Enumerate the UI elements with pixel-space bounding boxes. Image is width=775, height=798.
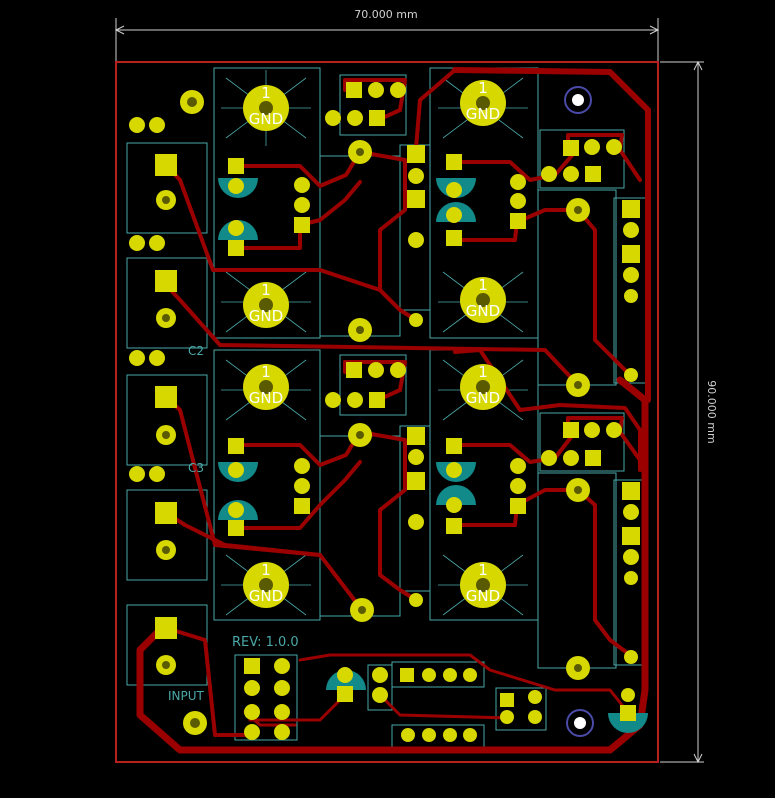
pad-net: GND xyxy=(466,302,500,320)
dimension-height-label: 90.000 mm xyxy=(705,380,718,443)
dimension-width xyxy=(114,18,660,62)
gnd-pad: 1 GND xyxy=(460,276,506,323)
pad-net: GND xyxy=(466,587,500,605)
gnd-pad: 1 GND xyxy=(460,363,506,410)
pad-number: 1 xyxy=(478,79,488,97)
gnd-pad: 1 GND xyxy=(243,561,289,608)
gnd-pad: 1 GND xyxy=(460,79,506,126)
pad-net: GND xyxy=(249,110,283,128)
pad-number: 1 xyxy=(478,561,488,579)
square-pads xyxy=(155,82,640,721)
label-c2: C2 xyxy=(188,344,204,358)
dimension-width-label: 70.000 mm xyxy=(354,8,417,21)
dimension-height xyxy=(660,60,704,764)
pad-net: GND xyxy=(466,105,500,123)
pad-number: 1 xyxy=(478,363,488,381)
gnd-pad: 1 GND xyxy=(243,363,289,410)
pad-net: GND xyxy=(249,307,283,325)
small-pads xyxy=(129,82,639,742)
input-label: INPUT xyxy=(168,689,205,703)
pad-number: 1 xyxy=(261,281,271,299)
gnd-pad: 1 GND xyxy=(243,281,289,328)
pad-net: GND xyxy=(249,587,283,605)
pad-number: 1 xyxy=(261,561,271,579)
pad-number: 1 xyxy=(261,84,271,102)
pad-drills xyxy=(162,148,582,672)
pad-net: GND xyxy=(249,389,283,407)
gnd-pad: 1 GND xyxy=(243,84,289,131)
pad-net: GND xyxy=(466,389,500,407)
label-c3: C3 xyxy=(188,461,204,475)
gnd-pad: 1 GND xyxy=(460,561,506,608)
mounting-holes xyxy=(180,86,594,737)
pad-number: 1 xyxy=(478,276,488,294)
revision-label: REV: 1.0.0 xyxy=(232,635,299,650)
pad-number: 1 xyxy=(261,363,271,381)
copper-traces xyxy=(136,67,651,754)
gnd-pads: 1 GND 1 GND 1 GND 1 GND 1 GND 1 GND xyxy=(243,79,506,608)
